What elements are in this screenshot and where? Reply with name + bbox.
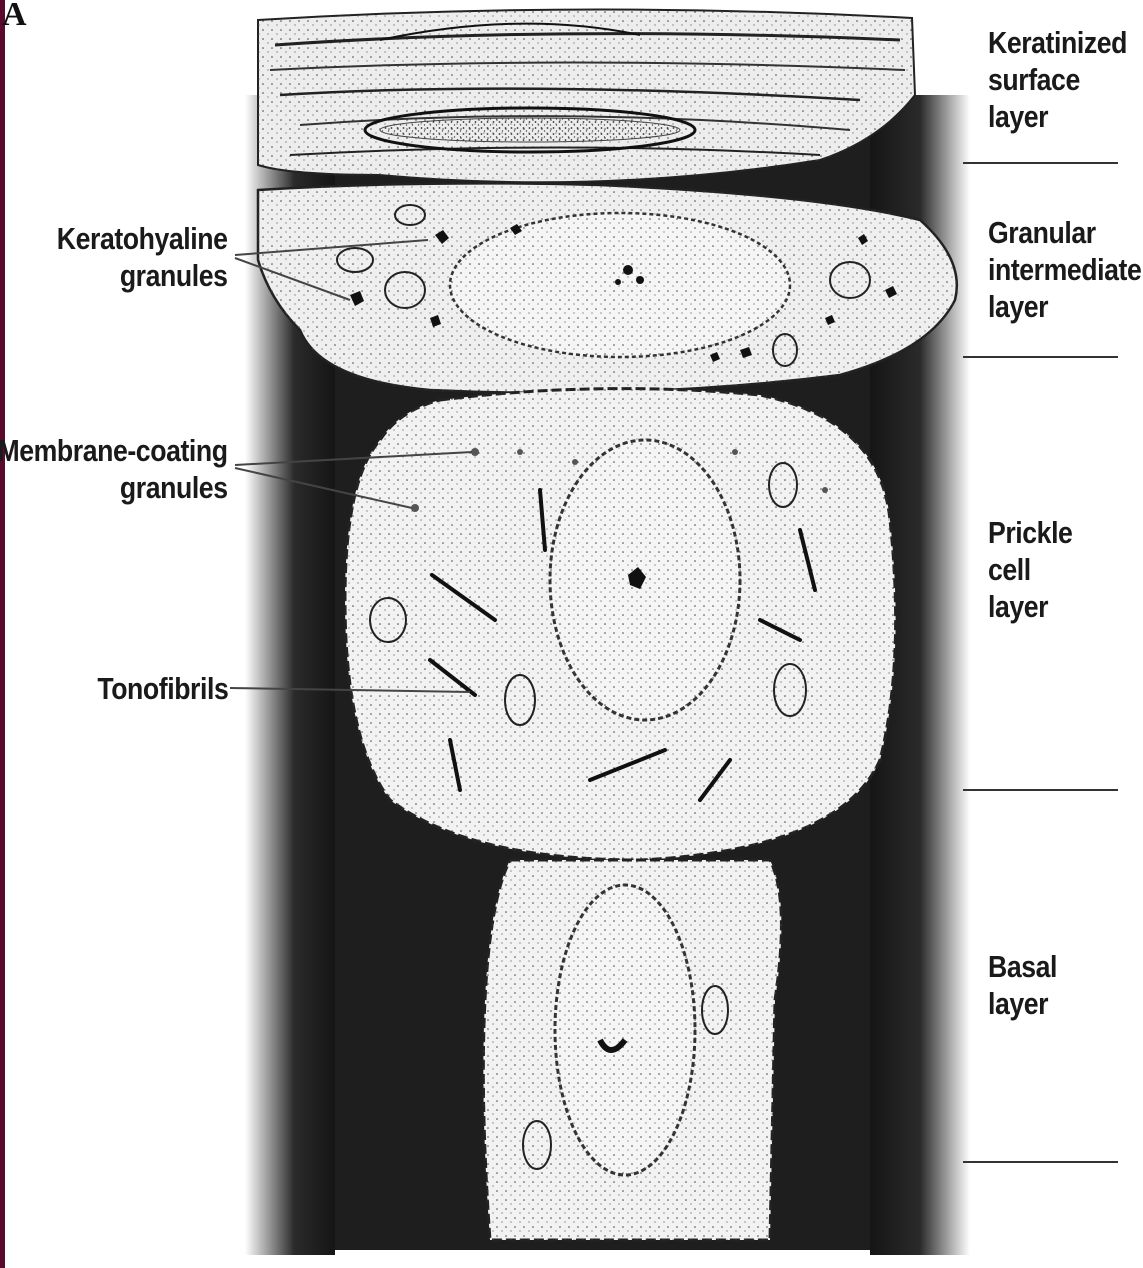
membrane-coating-granules-label: Membrane-coating granules — [0, 432, 228, 506]
granular-intermediate-layer-label: Granular intermediate layer — [988, 214, 1141, 325]
granular-cell — [258, 183, 957, 393]
keratinized-surface-layer-label: Keratinized surface layer — [988, 24, 1127, 135]
prickle-cell-layer-label: Prickle cell layer — [988, 514, 1072, 625]
panel-letter: A — [2, 0, 27, 34]
keratinized-cells — [258, 9, 915, 182]
basal-layer-label: Basal layer — [988, 948, 1057, 1022]
left-edge-accent — [0, 0, 5, 1268]
tonofibrils-label: Tonofibrils — [97, 670, 228, 707]
basal-cell — [483, 860, 781, 1240]
keratohyaline-granules-label: Keratohyaline granules — [57, 220, 228, 294]
prickle-cell — [345, 389, 896, 860]
